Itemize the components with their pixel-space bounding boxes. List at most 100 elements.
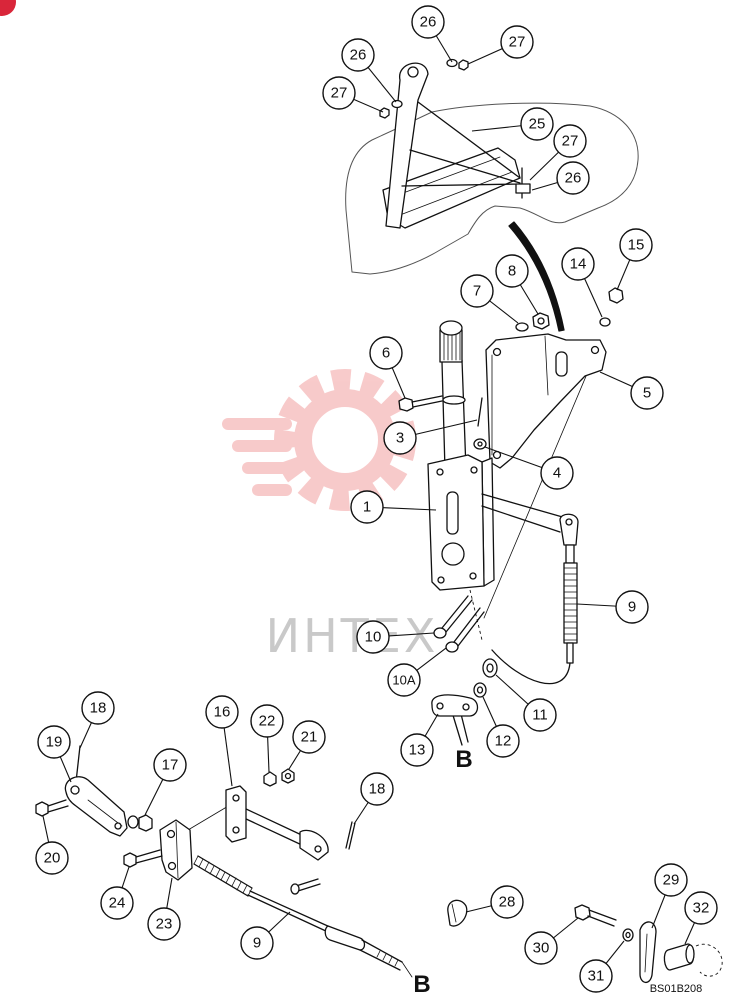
callout-17: 17 [144, 748, 187, 816]
callout-circle [630, 376, 664, 410]
bolt-10-head [433, 627, 447, 639]
bushing-32-end [685, 944, 695, 964]
clip-28-line [451, 903, 457, 923]
callout-circle [490, 885, 524, 919]
drawing-code: BS01B208 [650, 983, 703, 995]
callout-number: 8 [508, 263, 516, 280]
callout-9: 9 [576, 590, 649, 624]
callout-14: 14 [561, 247, 603, 318]
callout-number: 17 [162, 757, 179, 774]
callout-circle [35, 841, 69, 875]
callout-circle [523, 698, 557, 732]
callout-18: 18 [79, 691, 115, 749]
callout-circle [540, 456, 574, 490]
bolt-10a-shank [453, 607, 485, 647]
callout-circle [356, 620, 390, 654]
washer-4-hole [477, 441, 483, 447]
cable-threads [563, 567, 578, 641]
callout-circle [553, 124, 587, 158]
callout-6: 6 [369, 336, 406, 399]
callout-7: 7 [460, 274, 519, 324]
washer-17 [127, 815, 139, 829]
callout-number: 5 [643, 385, 651, 402]
bolt-10-shank [441, 595, 473, 633]
floor-pan-outline [345, 102, 639, 275]
washer-14 [599, 317, 611, 327]
clevis-hole [114, 822, 122, 830]
nut-17 [138, 814, 153, 832]
callout-number: 6 [382, 345, 390, 362]
callout-circle [411, 5, 445, 39]
callout-number: 3 [396, 430, 404, 447]
callout-circle [240, 926, 274, 960]
callout-number: 25 [529, 116, 546, 133]
cable-end [566, 642, 574, 664]
callout-9: 9 [240, 911, 291, 960]
callout-circle [615, 590, 649, 624]
callout-10: 10 [356, 620, 435, 654]
callout-circle [250, 704, 284, 738]
callout-number: 11 [532, 707, 548, 724]
plate-hole [469, 572, 477, 580]
nut-15 [608, 287, 624, 304]
rod-16 [243, 807, 309, 847]
callout-number: 1 [363, 499, 371, 516]
cable-9-cone [359, 939, 403, 971]
callout-circle [486, 724, 520, 758]
callout-circle [619, 228, 653, 262]
callout-number: 26 [565, 170, 582, 187]
clevis-hole [70, 785, 80, 795]
cable-clevis-hole [565, 518, 573, 526]
callout-number: 32 [693, 900, 710, 917]
callout-26: 26 [531, 161, 590, 195]
link-rod [401, 101, 521, 187]
bolt-6-head [398, 397, 414, 412]
bracket-16-hole [232, 794, 240, 802]
callout-circle [561, 247, 595, 281]
link-plate-13 [431, 694, 479, 717]
callout-circle [147, 907, 181, 941]
callout-number: 18 [369, 781, 386, 798]
callout-circle [81, 691, 115, 725]
mounting-bracket-5 [485, 333, 607, 469]
bolt-10a-head [445, 641, 459, 653]
callout-circle [350, 490, 384, 524]
plate-hole [436, 468, 444, 476]
clevis-fork-line [87, 799, 123, 827]
linkage-assembly [35, 745, 413, 978]
callout-circle [37, 725, 71, 759]
lever-assembly [398, 287, 624, 746]
pin-18-lower [345, 821, 356, 850]
callout-number: 30 [533, 940, 550, 957]
callout-number: 27 [331, 85, 348, 102]
cable-loop [491, 649, 571, 685]
section-label-b-upper: B [455, 746, 472, 773]
callout-number: 10 [365, 629, 382, 646]
callout-18: 18 [353, 772, 394, 825]
watermark-text: ИНТЕХ [266, 609, 439, 663]
watermark-stripe [222, 418, 292, 430]
guide-line [483, 361, 593, 619]
rod-clevis-end [299, 829, 329, 861]
callout-number: 13 [409, 742, 426, 759]
callout-number: 18 [90, 700, 107, 717]
bracket-16 [225, 785, 247, 843]
callout-number: 21 [301, 729, 318, 746]
callout-28: 28 [465, 885, 524, 919]
callout-circle [387, 663, 421, 697]
washer-26-left [391, 99, 403, 109]
callout-circle [322, 76, 356, 110]
tray-edge-lines [394, 156, 513, 216]
callout-number: 26 [350, 47, 367, 64]
link-bracket-25 [385, 62, 429, 229]
callout-number: 31 [588, 968, 605, 985]
watermark-logo [222, 369, 416, 511]
bushing-12-bore [476, 686, 484, 694]
bracket-fold-line [491, 335, 549, 456]
nut-27-left [379, 107, 390, 119]
alignment-line [469, 589, 483, 641]
cable-9-ferrule [324, 925, 366, 951]
bolt-20-head [35, 801, 49, 817]
bolt-24-shank [135, 849, 163, 864]
